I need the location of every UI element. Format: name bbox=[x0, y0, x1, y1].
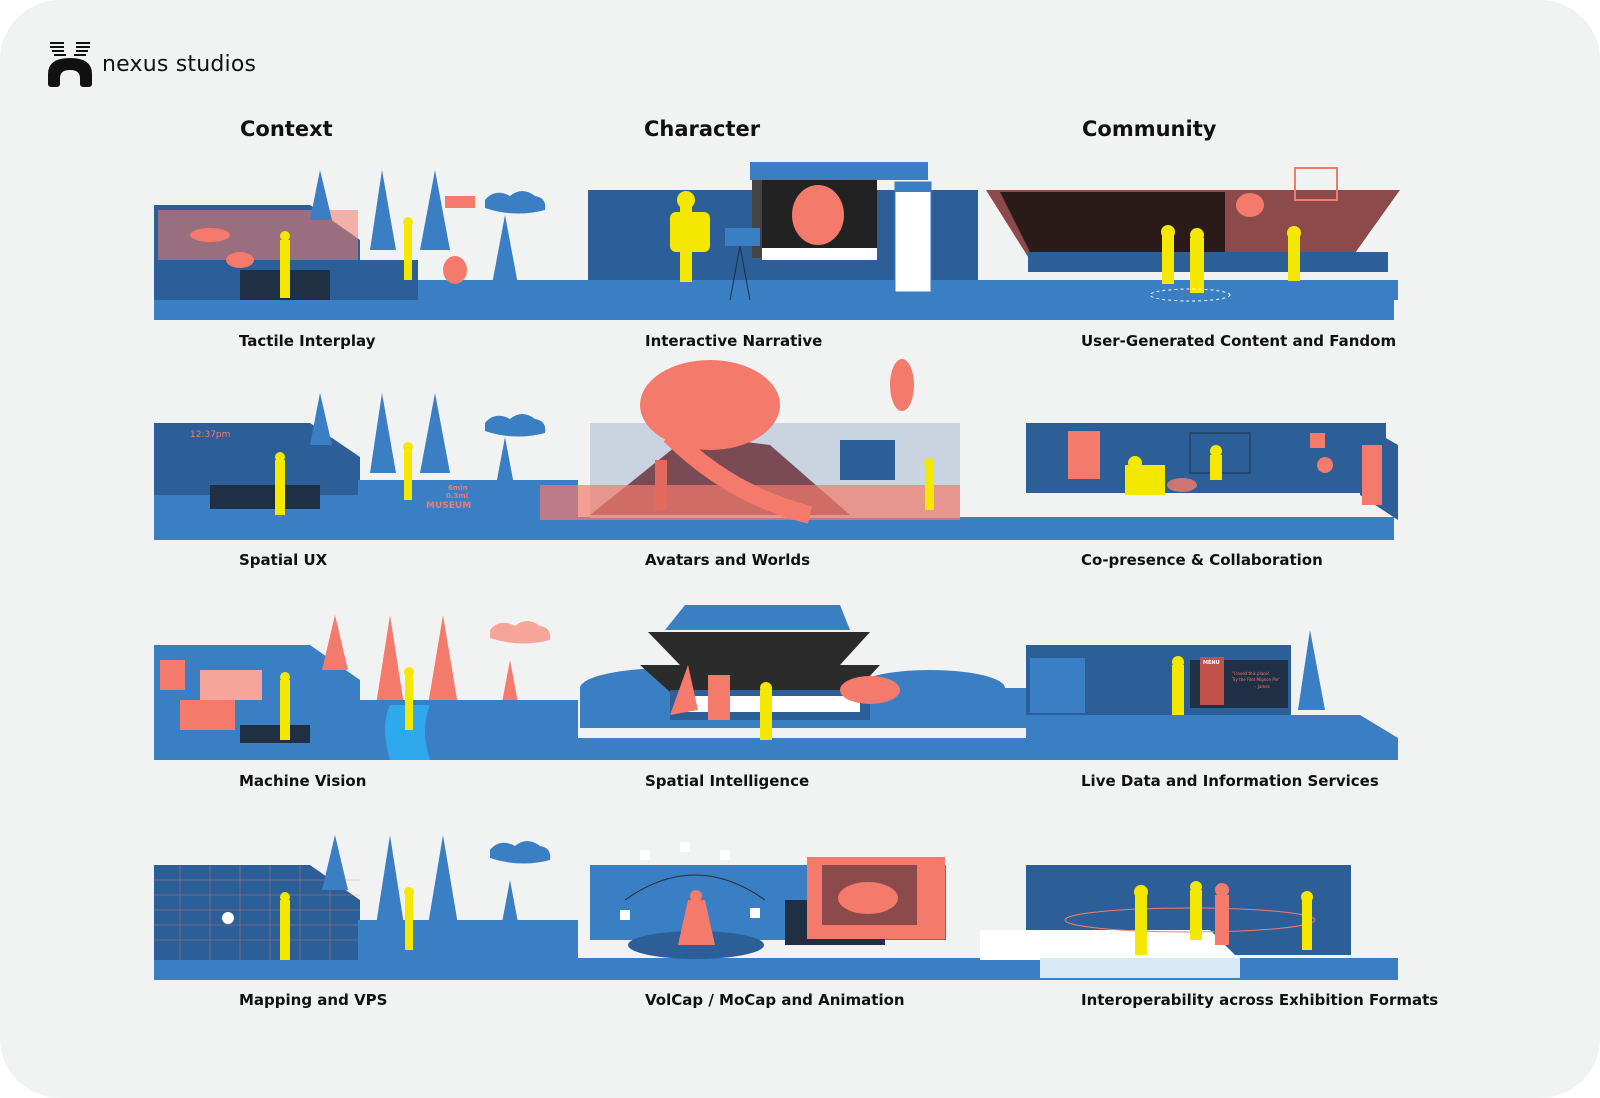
row-1-illustration bbox=[154, 162, 1400, 320]
column-heading-character: Character bbox=[644, 117, 761, 141]
row-2-illustration: 12:37pm 6min 0.3mi MUSEUM bbox=[154, 359, 1398, 540]
capability-label: Co-presence & Collaboration bbox=[1081, 551, 1323, 569]
capability-label: Machine Vision bbox=[239, 772, 367, 790]
spatial-ux-scene: 12:37pm 6min 0.3mi MUSEUM bbox=[154, 393, 1394, 540]
review-author: - James bbox=[1255, 684, 1270, 689]
capability-label: User-Generated Content and Fandom bbox=[1081, 332, 1397, 350]
spatial-intelligence-scene bbox=[580, 605, 1030, 740]
capability-label: Interoperability across Exhibition Forma… bbox=[1081, 991, 1439, 1009]
co-presence-scene bbox=[1026, 423, 1398, 520]
capability-label: Mapping and VPS bbox=[239, 991, 388, 1009]
capability-label: Avatars and Worlds bbox=[645, 551, 811, 569]
museum-sign-distance: 0.3mi bbox=[446, 492, 468, 500]
capability-label: Live Data and Information Services bbox=[1081, 772, 1379, 790]
ugc-fandom-scene bbox=[986, 167, 1400, 302]
row-3-illustration: MENU "I loved this place! Try the Filet … bbox=[154, 605, 1398, 760]
capability-label: Tactile Interplay bbox=[239, 332, 376, 350]
volcap-mocap-scene bbox=[590, 842, 946, 959]
review-line-2: Try the Filet Mignon Pie" bbox=[1231, 677, 1280, 682]
nexus-logo-icon bbox=[48, 42, 92, 87]
museum-sign-time: 6min bbox=[448, 484, 468, 492]
tactile-interplay-scene bbox=[154, 170, 1398, 320]
interactive-narrative-scene bbox=[588, 162, 978, 301]
museum-sign-name: MUSEUM bbox=[426, 501, 471, 511]
capability-label: Spatial UX bbox=[239, 551, 328, 569]
avatars-worlds-scene bbox=[540, 359, 960, 524]
column-heading-context: Context bbox=[240, 117, 333, 141]
row-4-illustration bbox=[154, 835, 1398, 980]
column-heading-community: Community bbox=[1082, 117, 1217, 141]
interoperability-scene bbox=[980, 865, 1351, 978]
brand-logo[interactable]: nexus studios bbox=[46, 40, 256, 88]
capability-label: VolCap / MoCap and Animation bbox=[645, 991, 905, 1009]
clock-readout: 12:37pm bbox=[190, 430, 230, 440]
capability-label: Interactive Narrative bbox=[645, 332, 823, 350]
brand-name: nexus studios bbox=[102, 51, 257, 77]
review-line-1: "I loved this place! bbox=[1232, 671, 1269, 676]
live-data-scene: MENU "I loved this place! Try the Filet … bbox=[1026, 630, 1398, 738]
menu-sign: MENU bbox=[1203, 660, 1220, 666]
capability-label: Spatial Intelligence bbox=[645, 772, 810, 790]
machine-vision-scene bbox=[154, 615, 1398, 760]
